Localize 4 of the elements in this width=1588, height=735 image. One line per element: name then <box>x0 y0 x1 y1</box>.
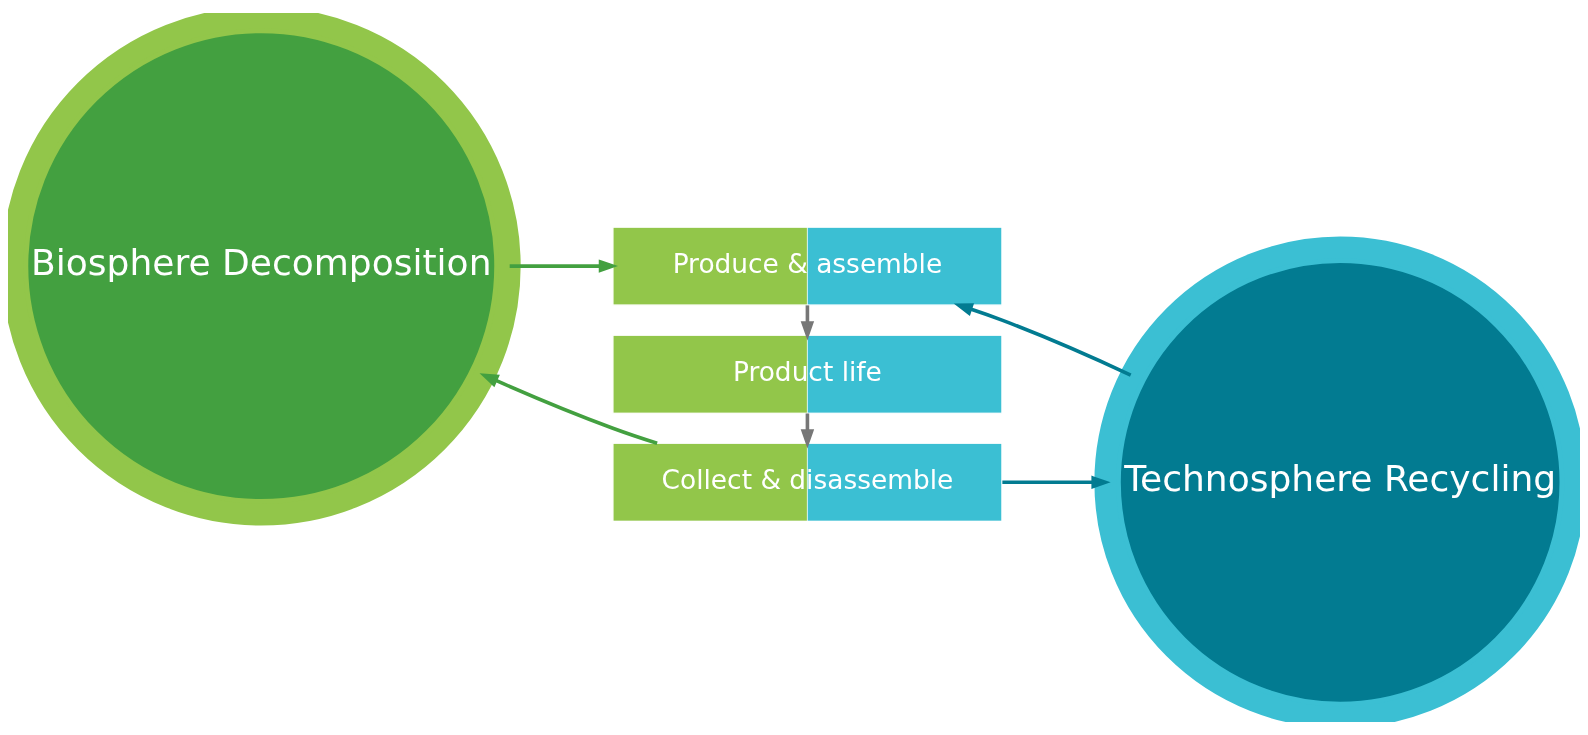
arrow <box>509 259 618 273</box>
arrow <box>953 303 1132 377</box>
arrow <box>479 373 658 445</box>
arrow <box>1002 475 1111 490</box>
